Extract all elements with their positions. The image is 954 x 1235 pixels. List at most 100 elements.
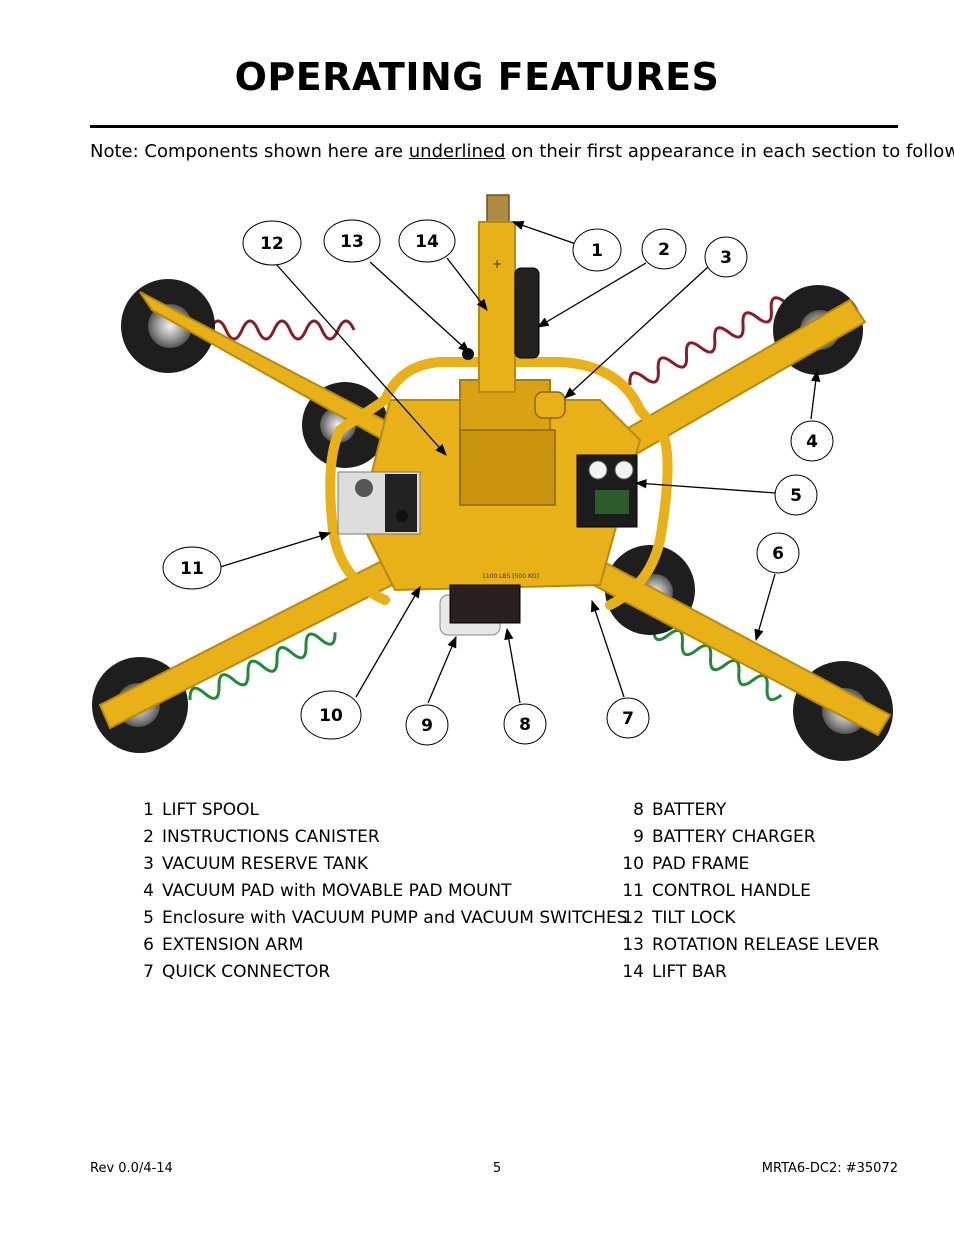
note-prefix: Note: Components shown here are <box>90 141 409 162</box>
legend-num: 5 <box>143 908 154 928</box>
reserve-tank <box>534 391 566 419</box>
footer-revision: Rev 0.0/4-14 <box>90 1161 173 1176</box>
legend-label: BATTERY CHARGER <box>652 827 816 847</box>
arrow-13 <box>369 261 470 353</box>
callout-6: 6 <box>756 532 800 574</box>
callout-8: 8 <box>503 703 547 745</box>
arrow-12 <box>275 263 447 456</box>
legend-item: 12 TILT LOCK <box>612 907 879 934</box>
title-rule <box>90 125 898 128</box>
legend-label: QUICK CONNECTOR <box>162 962 331 982</box>
legend-num: 2 <box>143 827 154 847</box>
capacity-tag: 1100 LBS [500 KG] <box>482 573 539 580</box>
note-underlined-word: underlined <box>408 141 506 162</box>
arrow-9 <box>427 635 457 704</box>
callout-9-num: 9 <box>421 716 433 736</box>
callout-11-num: 11 <box>180 559 204 579</box>
callout-1: 1 <box>572 228 622 272</box>
callout-14-num: 14 <box>415 232 439 252</box>
arrow-5 <box>634 479 777 494</box>
rotation-release-knob <box>462 348 474 360</box>
legend-item: 7 QUICK CONNECTOR <box>122 961 628 988</box>
lift-bar-group: + <box>462 194 566 419</box>
callout-14: 14 <box>398 219 456 263</box>
callout-8-num: 8 <box>519 715 531 735</box>
lift-bar <box>478 221 516 393</box>
legend-num: 9 <box>633 827 644 847</box>
arrow-8 <box>504 627 521 704</box>
arrow-10 <box>355 585 421 698</box>
callout-5: 5 <box>774 474 818 516</box>
battery-area: 1100 LBS [500 KG] <box>439 573 539 636</box>
legend-item: 10 PAD FRAME <box>612 853 879 880</box>
legend-item: 9 BATTERY CHARGER <box>612 826 879 853</box>
legend-label: TILT LOCK <box>652 908 736 928</box>
instructions-canister <box>514 267 540 359</box>
hose-upper-right <box>628 296 787 386</box>
legend-label: Enclosure with VACUUM PUMP and VACUUM SW… <box>162 908 628 928</box>
callouts: 1 2 3 4 5 6 7 8 9 10 11 12 13 14 <box>162 219 834 746</box>
legend-item: 2 INSTRUCTIONS CANISTER <box>122 826 628 853</box>
legend-item: 13 ROTATION RELEASE LEVER <box>612 934 879 961</box>
lift-bar-tag: + <box>492 257 502 271</box>
callout-9: 9 <box>405 704 449 746</box>
center-frame <box>325 357 673 610</box>
arrow-7 <box>590 599 625 698</box>
enclosures <box>337 454 638 535</box>
callout-13-num: 13 <box>340 232 364 252</box>
legend-num: 12 <box>622 908 644 928</box>
legend-item: 14 LIFT BAR <box>612 961 879 988</box>
arrow-11 <box>219 531 332 568</box>
legend-num: 7 <box>143 962 154 982</box>
legend-label: INSTRUCTIONS CANISTER <box>162 827 380 847</box>
lift-spool <box>486 194 510 226</box>
mechanism <box>459 429 556 506</box>
legend-label: ROTATION RELEASE LEVER <box>652 935 880 955</box>
callout-2: 2 <box>641 228 687 270</box>
legend-num: 8 <box>633 800 644 820</box>
control-box-black <box>385 474 417 532</box>
footer-page-number: 5 <box>492 1161 502 1176</box>
control-handle <box>325 357 673 610</box>
note-suffix: on their first appearance in each sectio… <box>505 141 954 162</box>
callout-10-num: 10 <box>319 706 343 726</box>
legend-label: BATTERY <box>652 800 727 820</box>
note-text: Note: Components shown here are underlin… <box>90 141 954 162</box>
callout-6-num: 6 <box>772 544 784 564</box>
legend-label: LIFT BAR <box>652 962 727 982</box>
callout-2-num: 2 <box>658 240 670 260</box>
callout-7: 7 <box>606 697 650 739</box>
battery <box>449 584 521 624</box>
legend-num: 3 <box>143 854 154 874</box>
legend-item: 11 CONTROL HANDLE <box>612 880 879 907</box>
legend-right-column: 8 BATTERY 9 BATTERY CHARGER 10 PAD FRAME 11… <box>612 799 879 988</box>
callout-7-num: 7 <box>622 709 634 729</box>
arrow-14 <box>446 257 488 311</box>
vacuum-gauge-right <box>614 460 634 480</box>
legend-label: PAD FRAME <box>652 854 750 874</box>
callout-arrows <box>219 221 821 704</box>
arrow-3 <box>564 266 709 399</box>
callout-10: 10 <box>300 690 362 740</box>
arrow-4 <box>810 369 821 420</box>
callout-11: 11 <box>162 546 222 590</box>
callout-4-num: 4 <box>806 432 818 452</box>
legend-num: 14 <box>622 962 644 982</box>
vacuum-hoses <box>188 296 787 702</box>
legend-item: 5 Enclosure with VACUUM PUMP and VACUUM S… <box>122 907 628 934</box>
callout-1-num: 1 <box>591 241 603 261</box>
arrow-1 <box>511 221 577 245</box>
legend-num: 13 <box>622 935 644 955</box>
page-title: OPERATING FEATURES <box>234 55 720 99</box>
hose-lower-right <box>639 613 783 702</box>
hose-upper-left <box>208 319 356 341</box>
legend-num: 4 <box>143 881 154 901</box>
legend-num: 10 <box>622 854 644 874</box>
legend-label: CONTROL HANDLE <box>652 881 811 901</box>
vacuum-gauge-left <box>588 460 608 480</box>
legend-num: 11 <box>622 881 644 901</box>
